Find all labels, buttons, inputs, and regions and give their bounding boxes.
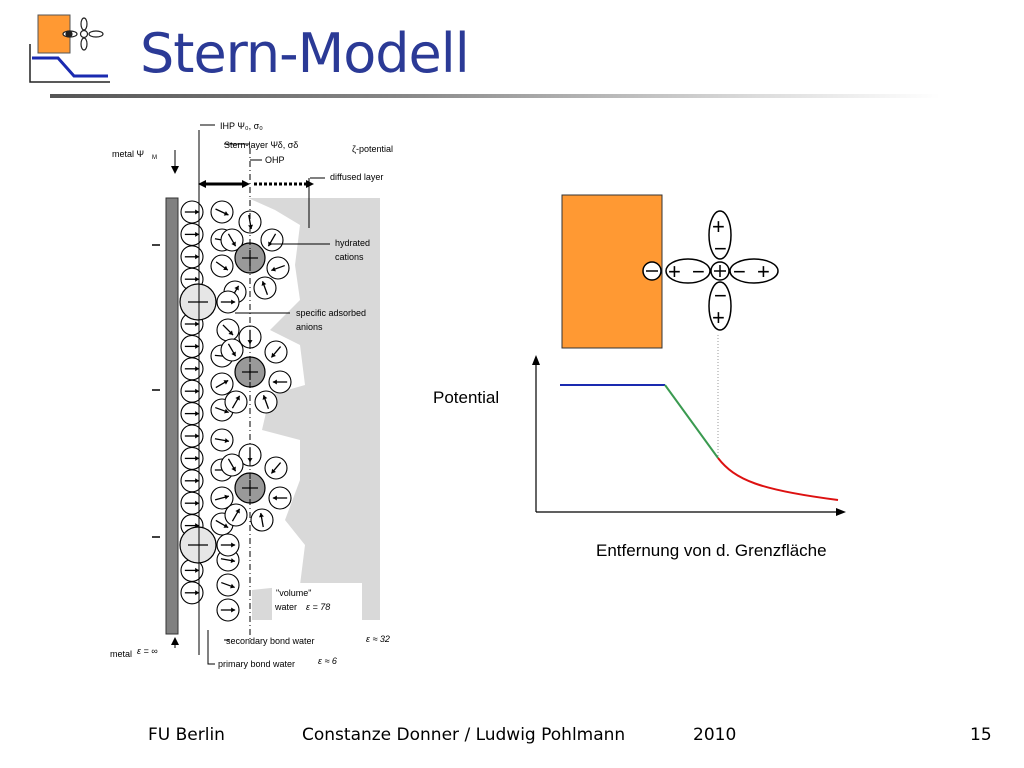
logo (29, 14, 110, 83)
water-molecule (180, 424, 204, 448)
water-molecule (180, 446, 204, 470)
water-molecule (250, 508, 274, 532)
water-molecule (180, 581, 204, 605)
label-secondary-water: secondary bond water (226, 636, 315, 646)
water-molecule (210, 200, 234, 224)
water-molecule (220, 228, 244, 252)
adsorbed-anion-icon (642, 261, 662, 281)
svg-text:+: + (668, 259, 681, 284)
water-molecule (266, 256, 290, 280)
water-molecule (264, 340, 288, 364)
water-molecule (260, 228, 284, 252)
label-hydrated-2: cations (335, 252, 364, 262)
label-anions-1: specific adsorbed (296, 308, 366, 318)
water-molecule (254, 390, 278, 414)
label-metal-eps-val: ε = ∞ (137, 646, 158, 656)
water-molecule (253, 276, 277, 300)
water-molecule (180, 469, 204, 493)
water-molecule (180, 379, 204, 403)
water-molecule (180, 245, 204, 269)
svg-text:+: + (712, 305, 725, 330)
svg-text:−: − (692, 259, 705, 284)
water-molecule (264, 456, 288, 480)
water-molecule (268, 370, 292, 394)
water-molecule (216, 598, 240, 622)
water-molecule (216, 573, 240, 597)
metal-electrode (165, 197, 179, 635)
water-molecule (180, 491, 204, 515)
water-molecule (216, 533, 240, 557)
potential-exponential-segment (717, 457, 839, 501)
water-molecule (210, 428, 234, 452)
water-molecule (216, 318, 240, 342)
label-ohp: OHP (265, 155, 285, 165)
label-diffused-layer: diffused layer (330, 172, 383, 182)
potential-linear-segment (664, 384, 719, 459)
water-molecule (268, 486, 292, 510)
footer-authors: Constanze Donner / Ludwig Pohlmann (302, 725, 626, 745)
water-molecule (238, 443, 262, 467)
label-ihp: IHP Ψ₀, σ₀ (220, 121, 263, 131)
potential-profile-figure: + − − + + − − + Potential Entfernung von… (433, 194, 846, 560)
water-molecule (210, 254, 234, 278)
label-volume-2: water (274, 602, 297, 612)
slide-title: Stern-Modell (140, 22, 470, 85)
svg-text:−: − (733, 259, 746, 284)
logo-axes (29, 44, 110, 83)
label-stern-layer: Stern-layer Ψδ, σδ (224, 140, 298, 150)
svg-text:+: + (712, 214, 725, 239)
logo-curve (32, 56, 108, 78)
label-primary-water: primary bond water (218, 659, 295, 669)
label-hydrated-1: hydrated (335, 238, 370, 248)
water-molecule (180, 334, 204, 358)
label-volume-1: "volume" (276, 588, 311, 598)
water-molecule (224, 503, 248, 527)
water-molecules (180, 200, 292, 622)
footer-page-number: 15 (970, 725, 992, 745)
label-anions-2: anions (296, 322, 323, 332)
distance-axis-label: Entfernung von d. Grenzfläche (596, 541, 827, 560)
water-molecule (180, 200, 204, 224)
water-molecule (216, 290, 240, 314)
stern-double-layer-figure: IHP Ψ₀, σ₀ metal Ψ M Stern-layer Ψδ, σδ … (110, 121, 393, 669)
label-secondary-eps: ε ≈ 32 (366, 634, 390, 644)
water-molecule (180, 402, 204, 426)
title-divider (50, 94, 940, 98)
label-metal-psi: metal Ψ (112, 149, 144, 159)
label-metal-psi-sub: M (152, 155, 157, 161)
svg-text:−: − (714, 283, 727, 308)
label-primary-eps: ε ≈ 6 (318, 656, 337, 666)
svg-text:−: − (714, 236, 727, 261)
volume-water-box (272, 583, 362, 620)
electrode-ticks (152, 244, 160, 538)
dipole-charges: + − − + + − − + (668, 214, 770, 330)
water-molecule (220, 453, 244, 477)
footer-year: 2010 (693, 725, 737, 745)
potential-axis-label: Potential (433, 388, 499, 407)
logo-molecule-icon (62, 17, 104, 51)
water-molecule (210, 486, 234, 510)
water-molecule (220, 338, 244, 362)
label-volume-eps: ε = 78 (306, 602, 330, 612)
specific-adsorbed-anions (179, 283, 217, 564)
water-dipoles (665, 210, 779, 331)
label-metal-eps: metal (110, 649, 132, 659)
water-molecule (224, 390, 248, 414)
water-molecule (210, 372, 234, 396)
label-zeta: ζ-potential (352, 144, 393, 154)
diffuse-layer-region (248, 198, 380, 620)
central-cation-icon (710, 261, 730, 281)
svg-text:+: + (757, 259, 770, 284)
water-molecule (180, 222, 204, 246)
water-molecule (180, 357, 204, 381)
footer-institution: FU Berlin (148, 725, 225, 745)
